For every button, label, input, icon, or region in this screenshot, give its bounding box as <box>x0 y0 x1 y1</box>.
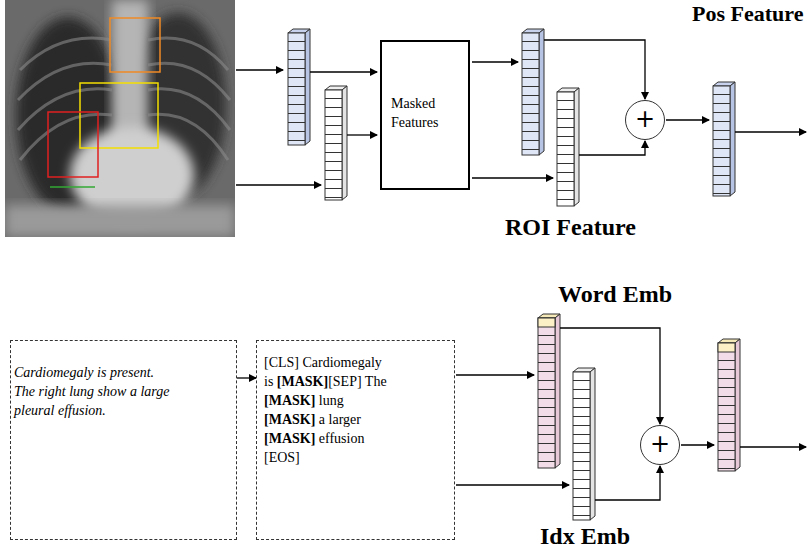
flow-arrows <box>236 40 806 500</box>
embedding-stack <box>718 339 740 471</box>
node-text: Masked Features <box>391 94 464 132</box>
embedding-stack <box>573 368 595 520</box>
xray-image <box>5 0 235 237</box>
feature-stack <box>713 82 735 196</box>
feature-stack <box>325 86 347 200</box>
masked-text-box: [CLS] Cardiomegaly is [MASK][SEP] The [M… <box>256 340 455 540</box>
feature-stack <box>522 29 544 155</box>
node-text: Cardiomegaly is present. The right lung … <box>14 363 172 420</box>
embedding-stack <box>538 314 560 468</box>
feature-stack <box>288 29 310 145</box>
node-text: + <box>641 426 679 462</box>
sum-circle: + <box>640 425 680 465</box>
report-box: Cardiomegaly is present. The right lung … <box>10 340 237 540</box>
feature-stack <box>557 88 579 206</box>
sum-circle: + <box>625 100 665 140</box>
feature-label: ROI Feature <box>505 213 636 241</box>
feature-label: Pos Feature <box>692 0 803 28</box>
feature-label: Word Emb <box>558 280 672 308</box>
node-text: [CLS] Cardiomegaly is [MASK][SEP] The [M… <box>264 353 392 467</box>
feature-label: Idx Emb <box>540 522 630 550</box>
masked-features-box: Masked Features <box>380 40 470 190</box>
connector-arrow <box>237 377 256 378</box>
node-text: + <box>626 101 664 137</box>
